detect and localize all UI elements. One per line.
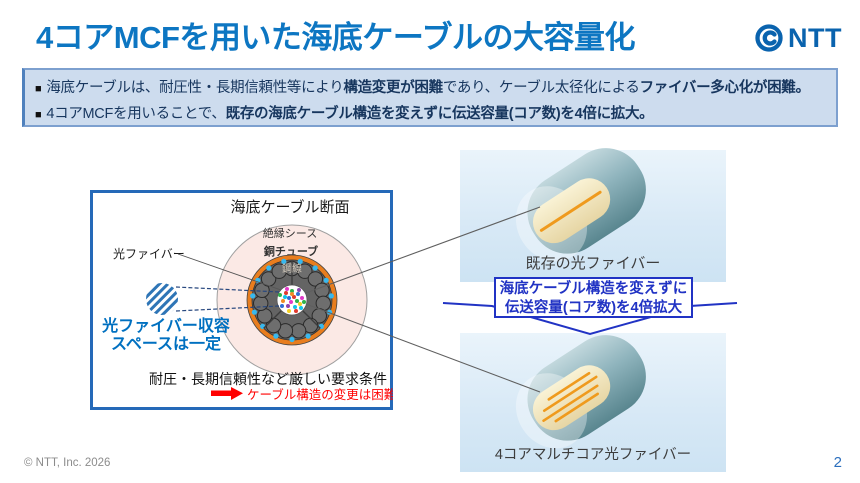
callout-line2: 伝送容量(コア数)を4倍拡大	[504, 300, 683, 316]
page-number: 2	[833, 454, 842, 471]
fiber-pointer-line	[177, 253, 282, 291]
diagram-title: 海底ケーブル断面	[230, 198, 349, 216]
bullet-square-icon: ■	[35, 83, 42, 95]
requirement-note: 耐圧・長期信頼性など厳しい要求条件	[149, 371, 387, 387]
copyright-text: © NTT, Inc. 2026	[24, 457, 111, 469]
projection-lines	[175, 286, 280, 312]
red-arrow-icon	[211, 387, 243, 400]
copper-tube-label: 銅チューブ	[264, 244, 318, 258]
mcf-fiber-panel: 4コアマルチコア光ファイバー	[460, 333, 726, 472]
fiber-label: 光ファイバー	[113, 247, 185, 261]
summary-bullet-2-text: 4コアMCFを用いることで、既存の海底ケーブル構造を変えずに伝送容量(コア数)を…	[46, 106, 654, 122]
existing-fiber-label: 既存の光ファイバー	[525, 255, 661, 272]
space-note-line1: 光ファイバー収容	[101, 316, 230, 335]
existing-fiber-image	[515, 148, 646, 262]
constraint-note: ケーブル構造の変更は困難	[247, 387, 393, 402]
ntt-logo: NTT	[753, 22, 842, 54]
summary-bullet-1-text: 海底ケーブルは、耐圧性・長期信頼性等により構造変更が困難であり、ケーブル太径化に…	[46, 80, 810, 96]
cable-cross-section-panel: 海底ケーブル断面 絶縁シース 銅チューブ	[90, 190, 393, 410]
mcf-fiber-image	[515, 335, 646, 449]
callout-line1: 海底ケーブル構造を変えずに	[499, 281, 688, 297]
mcf-fiber-label: 4コアマルチコア光ファイバー	[494, 447, 692, 463]
fiber-space-hatched-circle	[146, 283, 178, 315]
ntt-logo-text: NTT	[788, 22, 842, 53]
ntt-dynamic-loop-icon	[755, 24, 783, 52]
fiber-bundle-dots	[278, 287, 306, 313]
callout-box: 海底ケーブル構造を変えずに 伝送容量(コア数)を4倍拡大	[494, 277, 693, 318]
bullet-square-icon: ■	[35, 109, 42, 121]
existing-fiber-panel: 既存の光ファイバー	[460, 148, 726, 282]
steel-wire-label: 鋼線	[282, 262, 302, 275]
page-title: 4コアMCFを用いた海底ケーブルの大容量化	[36, 20, 636, 55]
summary-box: ■ 海底ケーブルは、耐圧性・長期信頼性等により構造変更が困難であり、ケーブル太径…	[22, 68, 838, 127]
summary-bullet-1: ■ 海底ケーブルは、耐圧性・長期信頼性等により構造変更が困難であり、ケーブル太径…	[35, 76, 826, 102]
summary-bullet-2: ■ 4コアMCFを用いることで、既存の海底ケーブル構造を変えずに伝送容量(コア数…	[35, 102, 826, 128]
space-note-line2: スペースは一定	[111, 334, 221, 353]
sheath-label: 絶縁シース	[263, 226, 317, 240]
